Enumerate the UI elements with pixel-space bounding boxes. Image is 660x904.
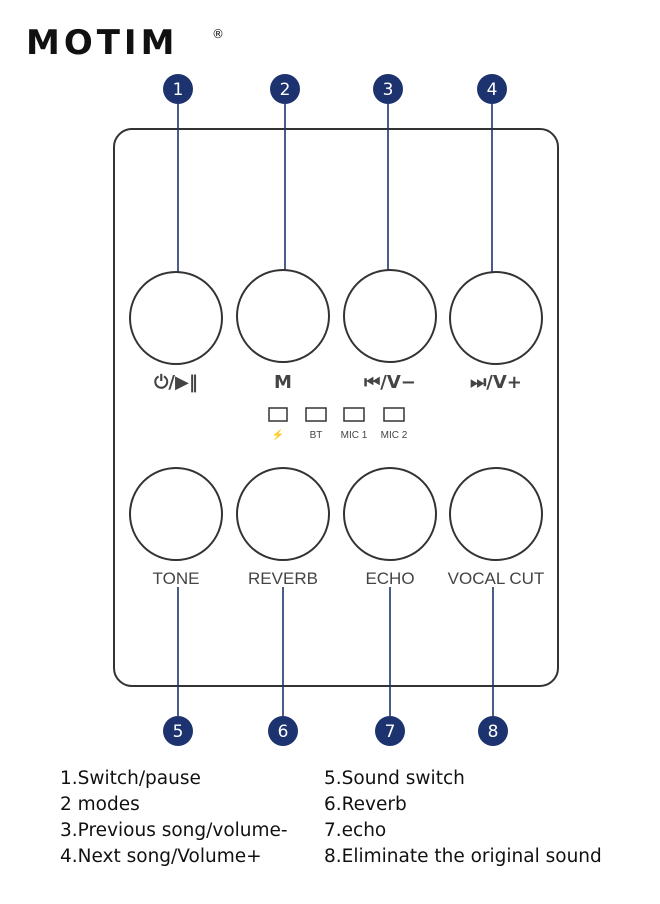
knob-mode[interactable] [236, 269, 330, 363]
marker-3: 3 [383, 80, 394, 100]
lightning-icon: ⚡ [272, 428, 284, 441]
knob-previous-volume-down[interactable] [343, 269, 437, 363]
marker-2: 2 [280, 80, 291, 100]
previous-volume-down-icon: ⏮/V− [364, 372, 416, 393]
legend-item-6: 6.Reverb [324, 794, 407, 815]
indicator-light-bt [305, 407, 327, 422]
legend-item-8: 8.Eliminate the original sound [324, 846, 602, 867]
legend-item-5: 5.Sound switch [324, 768, 465, 789]
indicator-light-mic1 [343, 407, 365, 422]
knob-next-volume-up[interactable] [449, 271, 543, 365]
knob-reverb[interactable] [236, 467, 330, 561]
legend-item-7: 7.echo [324, 820, 387, 841]
leader-lines [177, 104, 494, 716]
indicator-light-mic2 [383, 407, 405, 422]
legend-item-3: 3.Previous song/volume- [60, 820, 288, 841]
next-volume-up-icon: ⏭/V+ [470, 372, 522, 393]
knob-echo[interactable] [343, 467, 437, 561]
label-reverb: REVERB [248, 569, 318, 588]
knob-vocal-cut[interactable] [449, 467, 543, 561]
label-echo: ECHO [365, 569, 414, 588]
indicator-label-mic2: MIC 2 [381, 430, 408, 441]
power-play-pause-icon: ⏻/▶‖ [154, 372, 198, 393]
registered-mark: ® [212, 27, 224, 41]
marker-6: 6 [278, 722, 289, 742]
control-panel-diagram: ⏻/▶‖ M ⏮/V− ⏭/V+ ⚡ BT MIC 1 MIC 2 TONE R… [113, 74, 559, 746]
marker-5: 5 [173, 722, 184, 742]
brand-logo: MOTIM ® [26, 23, 224, 62]
mode-icon: M [274, 372, 292, 393]
legend-left-column: 1.Switch/pause 2 modes 3.Previous song/v… [60, 766, 288, 870]
label-vocal-cut: VOCAL CUT [448, 569, 545, 588]
legend-right-column: 5.Sound switch 6.Reverb 7.echo 8.Elimina… [324, 766, 602, 870]
markers-bottom: 5 6 7 8 [163, 716, 508, 746]
indicator-label-bt: BT [310, 430, 323, 441]
marker-4: 4 [487, 80, 498, 100]
knob-tone[interactable] [129, 467, 223, 561]
panel-outline [113, 128, 559, 687]
marker-8: 8 [488, 722, 499, 742]
indicator-label-mic1: MIC 1 [341, 430, 368, 441]
brand-logo-text: MOTIM [26, 23, 178, 62]
marker-1: 1 [173, 80, 184, 100]
label-tone: TONE [153, 569, 200, 588]
indicator-light-power [268, 407, 288, 422]
legend-item-4: 4.Next song/Volume+ [60, 846, 262, 867]
knob-power-play-pause[interactable] [129, 271, 223, 365]
legend-item-2: 2 modes [60, 794, 140, 815]
markers-top: 1 2 3 4 [163, 74, 507, 104]
marker-7: 7 [385, 722, 396, 742]
legend-item-1: 1.Switch/pause [60, 768, 201, 789]
